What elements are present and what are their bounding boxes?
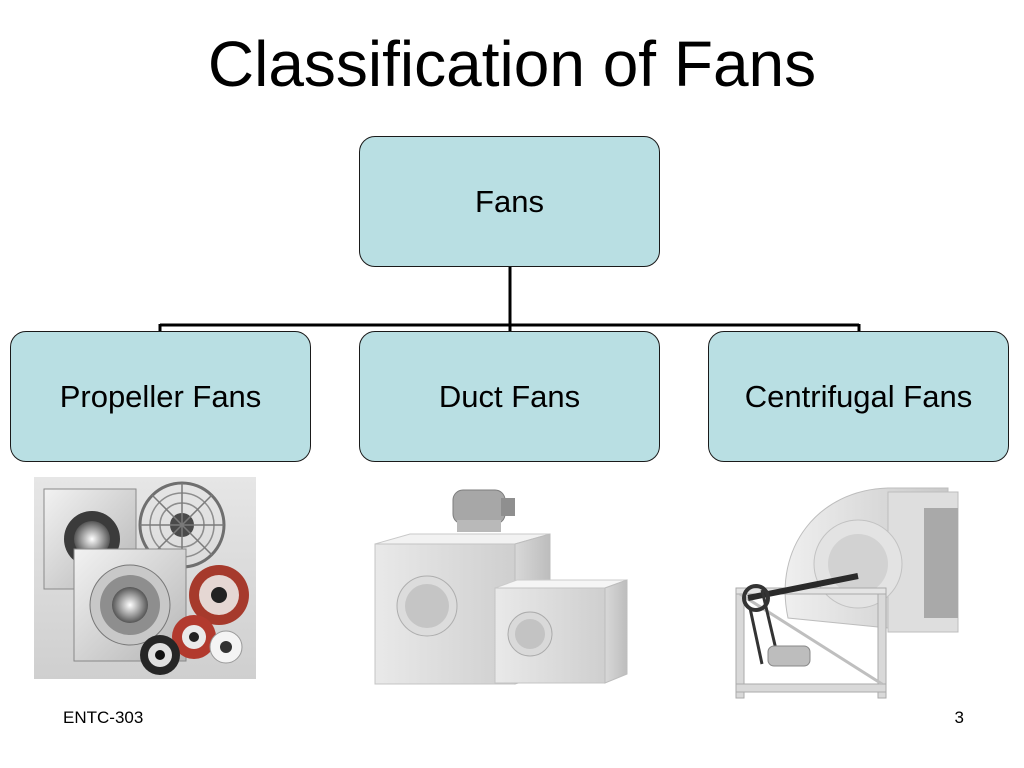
node-propeller-fans: Propeller Fans: [10, 331, 311, 462]
propeller-fans-photo: [34, 477, 256, 679]
node-centrifugal-fans: Centrifugal Fans: [708, 331, 1009, 462]
node-fans: Fans: [359, 136, 660, 267]
footer-page-number: 3: [954, 708, 964, 727]
slide-title: Classification of Fans: [207, 28, 817, 100]
centrifugal-fan-photo: [735, 487, 959, 699]
footer-course-code: ENTC-303: [63, 708, 144, 727]
node-propeller-fans-label: Propeller Fans: [59, 378, 262, 414]
duct-fans-photo: [374, 489, 628, 685]
node-duct-fans-label: Duct Fans: [438, 378, 581, 414]
node-duct-fans: Duct Fans: [359, 331, 660, 462]
node-fans-label: Fans: [475, 183, 544, 219]
node-centrifugal-fans-label: Centrifugal Fans: [744, 378, 973, 414]
